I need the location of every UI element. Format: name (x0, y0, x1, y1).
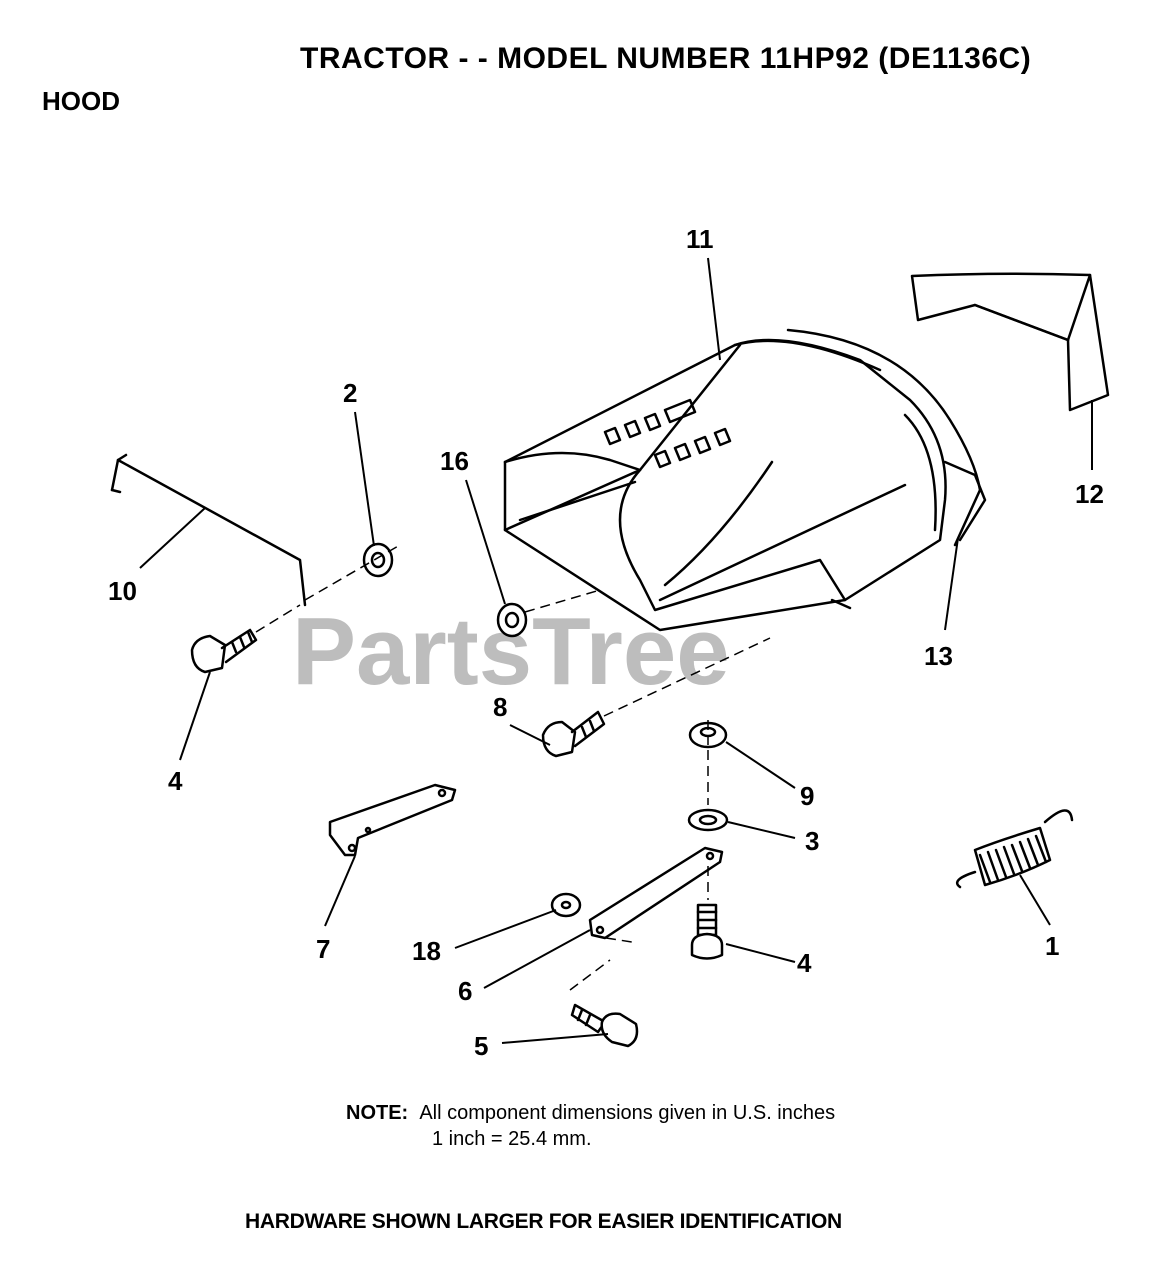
callout-18: 18 (412, 936, 441, 966)
washer-18-part (550, 892, 582, 918)
callout-12: 12 (1075, 479, 1104, 509)
bolt-5-part (570, 1003, 639, 1048)
callout-2: 2 (343, 378, 357, 408)
note-label: NOTE: (346, 1102, 409, 1124)
bar-6-part (588, 846, 724, 940)
callout-11: 11 (686, 224, 714, 254)
spring-1-part (955, 809, 1074, 889)
hood-part (503, 328, 987, 632)
section-title: HOOD (42, 86, 120, 116)
diagram-title: TRACTOR - - MODEL NUMBER 11HP92 (DE1136C… (300, 42, 1032, 75)
callout-1: 1 (1045, 931, 1059, 961)
callout-10: 10 (108, 576, 137, 606)
hood-rod-part (110, 453, 307, 607)
callout-7: 7 (316, 934, 330, 964)
dimension-note: NOTE: All component dimensions given in … (346, 1100, 835, 1152)
note-line-2: 1 inch = 25.4 mm. (432, 1128, 592, 1150)
bolt-4-right-part (690, 903, 724, 960)
callout-9: 9 (800, 781, 814, 811)
bolt-4-left-part (190, 628, 258, 674)
callout-4-left: 4 (168, 766, 183, 796)
nut-2-part (362, 542, 394, 578)
grille-panel-part (910, 272, 1110, 412)
callout-4-right: 4 (797, 948, 812, 978)
note-line-1: All component dimensions given in U.S. i… (419, 1102, 836, 1124)
washer-3-part (687, 808, 729, 832)
callout-5: 5 (474, 1031, 488, 1061)
nut-9-part (688, 721, 728, 749)
callout-13: 13 (924, 641, 953, 671)
nut-16-part (496, 602, 528, 638)
hardware-footer: HARDWARE SHOWN LARGER FOR EASIER IDENTIF… (245, 1210, 842, 1233)
bracket-7-part (328, 783, 457, 857)
bolt-8-part (541, 710, 606, 758)
callout-16: 16 (440, 446, 469, 476)
callout-8: 8 (493, 692, 507, 722)
callout-6: 6 (458, 976, 472, 1006)
callout-3: 3 (805, 826, 819, 856)
